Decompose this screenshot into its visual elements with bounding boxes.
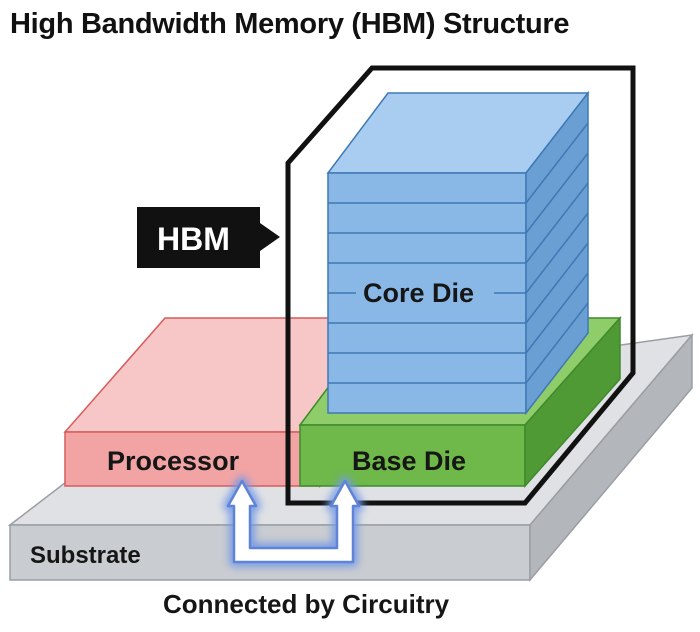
core-die-layer-side-line xyxy=(525,152,589,234)
processor-label: Processor xyxy=(107,446,240,476)
core-die-layer-side-line xyxy=(525,242,589,324)
core-die-layer-side-line xyxy=(525,122,589,204)
substrate-label: Substrate xyxy=(30,542,141,569)
diagram-title: High Bandwidth Memory (HBM) Structure xyxy=(10,8,570,40)
base-die-label: Base Die xyxy=(352,446,466,476)
circuit-connection-arrow xyxy=(223,476,364,567)
core-die-layer-side-line xyxy=(525,302,589,384)
core-die-label-bg xyxy=(356,274,494,312)
core-die-layer-side-line xyxy=(525,182,589,264)
core-die-label: Core Die xyxy=(363,278,474,308)
core-die-layer-side-line xyxy=(525,272,589,354)
core-die-layer-lines xyxy=(328,122,589,384)
hbm-tag: HBM xyxy=(137,207,280,268)
core-die-layer-side-line xyxy=(525,212,589,294)
hbm-tag-label: HBM xyxy=(157,221,230,257)
core-die-stack: Core Die xyxy=(326,90,590,416)
hbm-outline xyxy=(285,65,636,506)
connection-caption: Connected by Circuitry xyxy=(163,589,450,619)
